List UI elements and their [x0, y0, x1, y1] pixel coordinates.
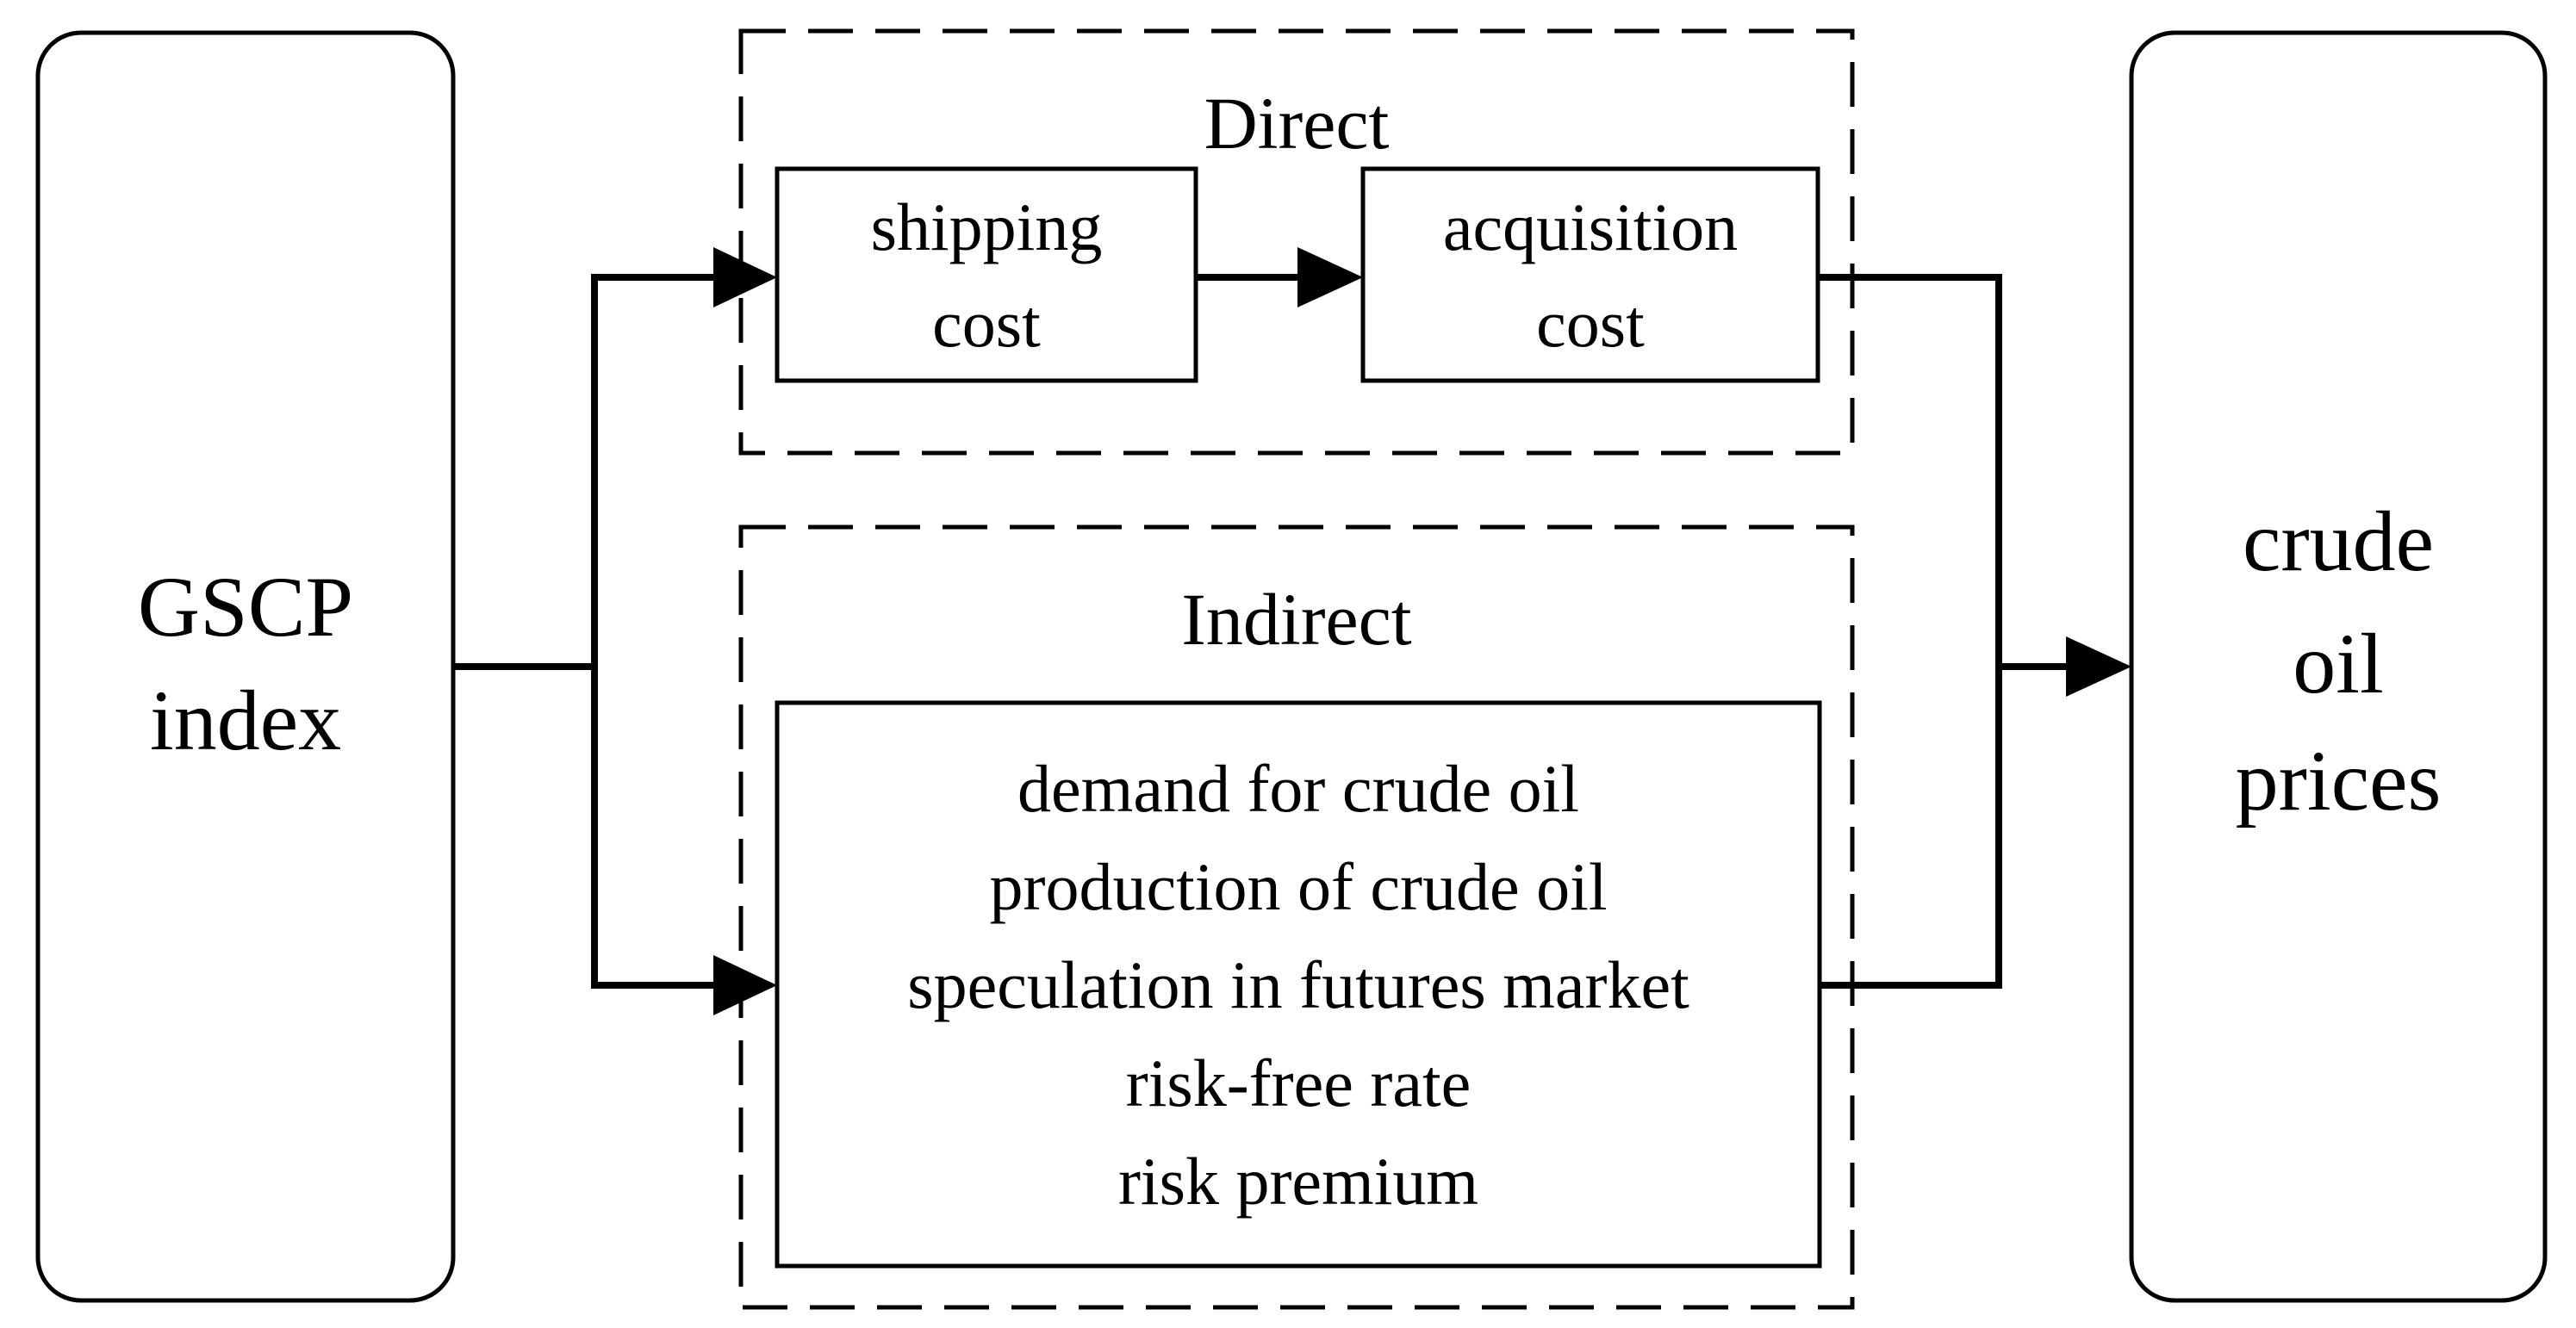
indirect-factor-item: production of crude oil	[990, 849, 1608, 924]
indirect-factor-item: speculation in futures market	[907, 947, 1689, 1022]
arrowheads	[713, 247, 2131, 1015]
indirect-channel-title: Indirect	[1181, 578, 1412, 661]
gscp-index-label-line2: index	[150, 673, 341, 768]
connector-indirect-to-merge	[1820, 667, 2002, 989]
shipping-cost-label-line1: shipping	[871, 189, 1103, 264]
crude-oil-prices-label-line3: prices	[2236, 733, 2442, 828]
indirect-factor-item: risk-free rate	[1126, 1046, 1472, 1120]
acquisition-cost-label-line2: cost	[1536, 286, 1645, 361]
indirect-factors-box	[775, 700, 1822, 1269]
indirect-channel-group	[738, 524, 1855, 1310]
connector-acquisition-to-merge	[1820, 274, 2002, 667]
connector-branch-to-shipping	[591, 274, 715, 667]
connector-lines	[455, 274, 2068, 989]
gscp-index-label-line1: GSCP	[138, 559, 353, 655]
acquisition-cost-label-line1: acquisition	[1443, 189, 1738, 264]
arrowhead-to-acquisition	[1297, 247, 1363, 307]
shipping-cost-box	[775, 166, 1198, 383]
gscp-index-box	[35, 30, 456, 1303]
arrowhead-to-shipping	[713, 247, 777, 307]
arrowhead-to-prices	[2066, 636, 2131, 697]
indirect-factors-list: demand for crude oil production of crude …	[907, 751, 1689, 1219]
direct-channel-group	[738, 28, 1855, 456]
crude-oil-prices-label-line2: oil	[2293, 616, 2384, 711]
direct-channel-title: Direct	[1204, 82, 1390, 164]
connector-branch-to-indirect	[591, 667, 715, 989]
crude-oil-prices-label-line1: crude	[2243, 493, 2434, 589]
indirect-factor-item: demand for crude oil	[1017, 751, 1579, 826]
indirect-factor-item: risk premium	[1118, 1144, 1478, 1219]
shipping-cost-label-line2: cost	[932, 286, 1041, 361]
arrowhead-to-indirect	[713, 955, 777, 1015]
acquisition-cost-box	[1360, 166, 1820, 383]
